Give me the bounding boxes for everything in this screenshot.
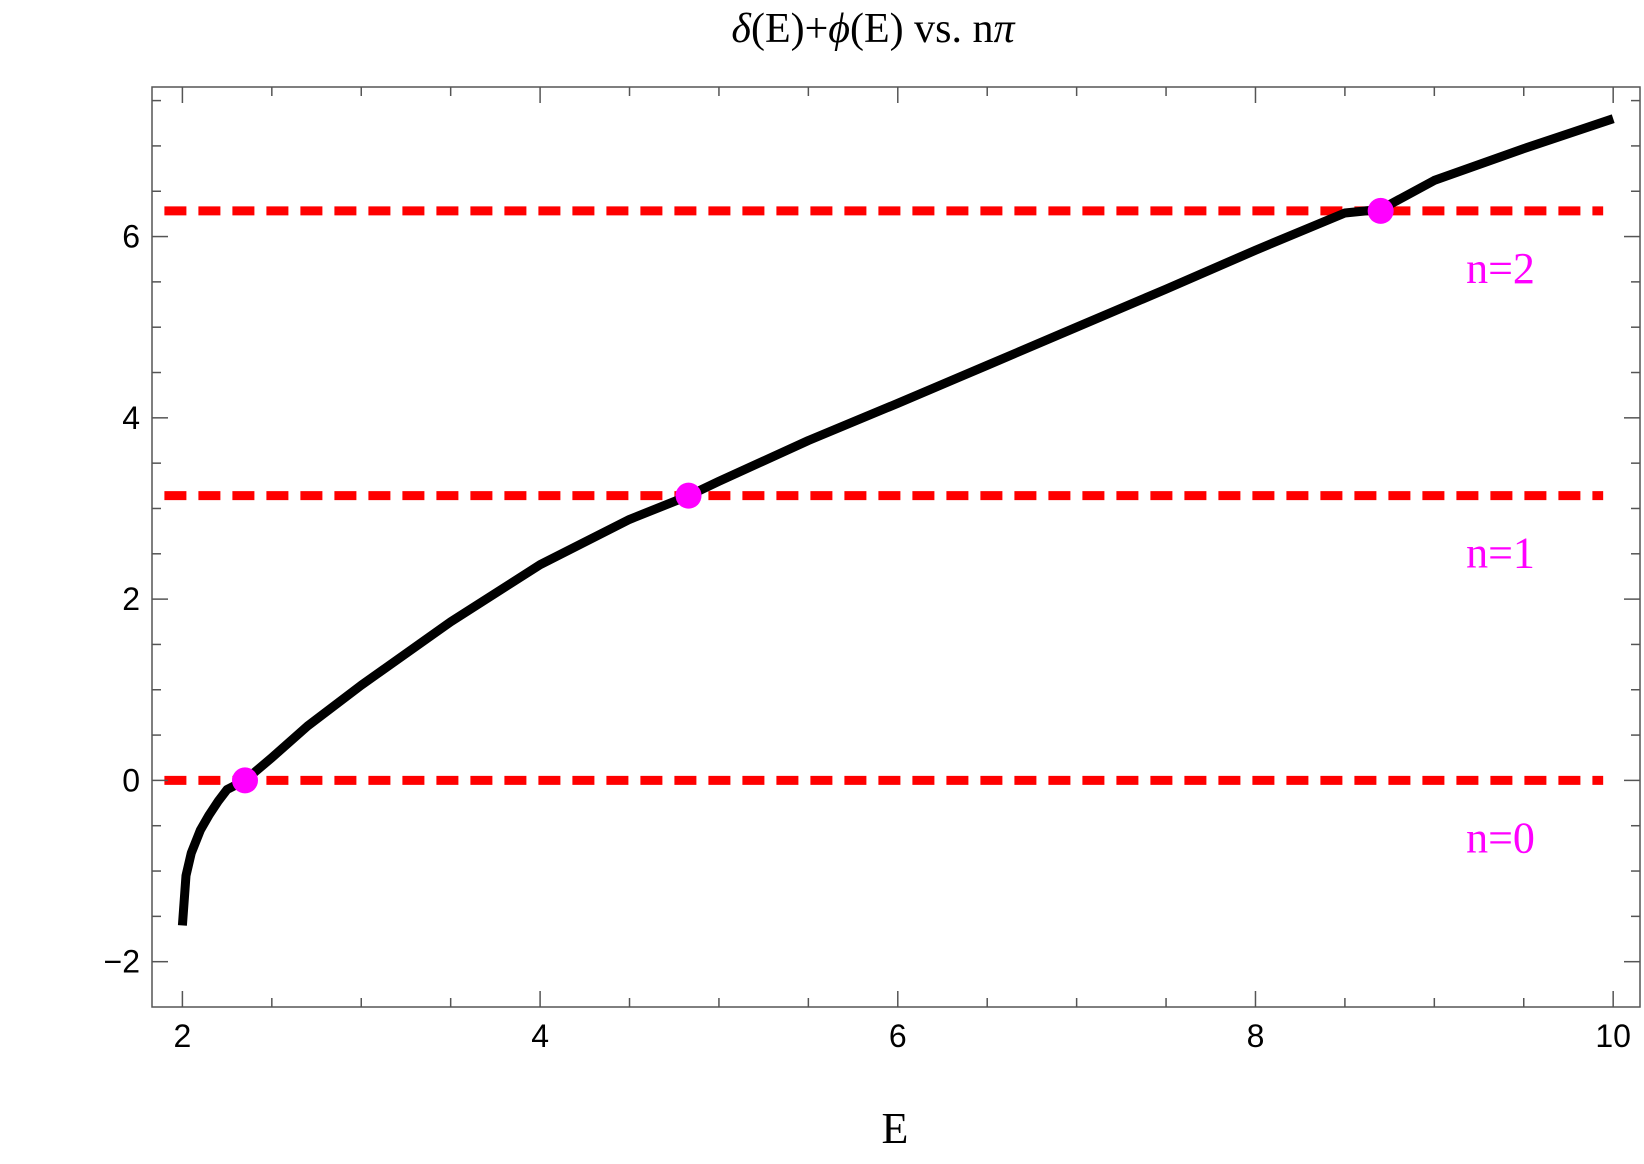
level-labels: n=0 n=1 n=2 (1466, 244, 1535, 863)
x-tick-label-2: 6 (889, 1018, 907, 1054)
level-label-0: n=0 (1466, 813, 1535, 862)
y-tick-label-2: 2 (122, 581, 140, 617)
y-tick-label-4: 6 (122, 219, 140, 255)
x-axis-label: E (882, 1104, 909, 1153)
intersection-point-1 (675, 482, 702, 509)
intersection-markers (232, 197, 1394, 794)
intersection-point-2 (1367, 197, 1394, 224)
title-phi: ϕ (828, 6, 850, 52)
chart-title: δ(E)+ϕ(E) vs. nπ (731, 6, 1015, 52)
intersection-point-0 (232, 767, 258, 794)
x-tick-label-4: 10 (1595, 1018, 1631, 1054)
x-tick-label-0: 2 (174, 1018, 192, 1054)
x-tick-labels: 2 4 6 8 10 (174, 1018, 1631, 1054)
y-tick-labels: −2 0 2 4 6 (104, 219, 140, 980)
y-tick-label-0: −2 (104, 944, 140, 980)
axis-ticks (152, 87, 1640, 1007)
title-delta: δ (731, 6, 752, 52)
x-tick-label-3: 8 (1247, 1018, 1265, 1054)
y-tick-label-1: 0 (122, 762, 140, 798)
title-pi: π (994, 6, 1016, 52)
curve-line-0 (177, 114, 1615, 926)
level-label-2: n=2 (1466, 244, 1535, 293)
title-part1: (E)+ (751, 6, 828, 52)
title-part2: (E) vs. n (850, 6, 993, 52)
y-tick-label-3: 4 (122, 400, 140, 436)
level-lines (164, 206, 1604, 785)
level-label-1: n=1 (1466, 529, 1535, 578)
plot-frame (151, 86, 1641, 1008)
x-tick-label-1: 4 (531, 1018, 549, 1054)
curve-layer (177, 114, 1615, 926)
